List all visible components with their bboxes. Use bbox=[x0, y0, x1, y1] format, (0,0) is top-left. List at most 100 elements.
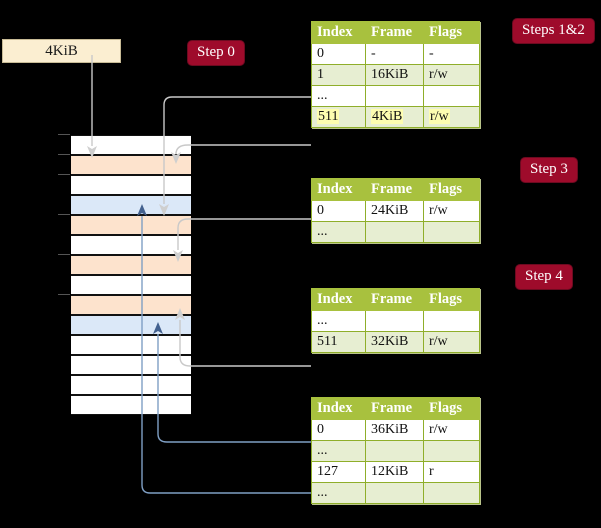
column-header-index: Index bbox=[311, 21, 366, 44]
table-cell bbox=[365, 85, 424, 107]
table-cell: 0 bbox=[311, 200, 366, 222]
memory-frame-row bbox=[71, 255, 191, 275]
memory-frame-row bbox=[71, 355, 191, 375]
memory-frame-row bbox=[71, 375, 191, 395]
table-cell: 511 bbox=[311, 331, 366, 353]
table-cell bbox=[423, 221, 480, 243]
badge-step-3-label: Step 3 bbox=[530, 161, 568, 177]
memory-tick bbox=[58, 214, 70, 215]
table-cell: ... bbox=[311, 310, 366, 332]
memory-frame-row bbox=[71, 395, 191, 415]
table-cell: 511 bbox=[311, 106, 366, 128]
wire-table2-row511-to-memory bbox=[175, 308, 311, 367]
memory-frame-row bbox=[71, 315, 191, 335]
badge-steps-1-2: Steps 1&2 bbox=[513, 19, 594, 43]
table-cell: 36KiB bbox=[365, 419, 424, 441]
table-cell bbox=[423, 310, 480, 332]
table-cell: r/w bbox=[423, 200, 480, 222]
table-row: ... bbox=[311, 85, 480, 107]
table-cell: 24KiB bbox=[365, 200, 424, 222]
table-cell bbox=[423, 482, 480, 504]
memory-frame-row bbox=[71, 135, 191, 155]
table-cell bbox=[365, 221, 424, 243]
memory-frame-row bbox=[71, 215, 191, 235]
table-row: ... bbox=[311, 482, 480, 504]
memory-frame-row bbox=[71, 195, 191, 215]
column-header-flags: Flags bbox=[423, 178, 480, 201]
highlighted-value: 4KiB bbox=[371, 109, 404, 124]
table-cell: r/w bbox=[423, 331, 480, 353]
table-cell: 12KiB bbox=[365, 461, 424, 483]
column-header-frame: Frame bbox=[365, 21, 424, 44]
table-row: ... bbox=[311, 440, 480, 462]
table-row: ... bbox=[311, 310, 480, 332]
source-frame-box: 4KiB bbox=[2, 39, 121, 63]
table-cell bbox=[365, 482, 424, 504]
table-cell bbox=[365, 310, 424, 332]
table-cell: ... bbox=[311, 221, 366, 243]
table-cell: 0 bbox=[311, 419, 366, 441]
memory-tick bbox=[58, 174, 70, 175]
badge-step-4: Step 4 bbox=[516, 265, 572, 289]
table-cell: - bbox=[423, 43, 480, 65]
memory-frame-row bbox=[71, 155, 191, 175]
memory-frame-row bbox=[71, 235, 191, 255]
physical-memory-column bbox=[70, 134, 191, 415]
badge-step-0: Step 0 bbox=[188, 41, 244, 65]
table-cell: 1 bbox=[311, 64, 366, 86]
memory-tick bbox=[58, 294, 70, 295]
memory-frame-row bbox=[71, 175, 191, 195]
column-header-flags: Flags bbox=[423, 288, 480, 311]
table-cell: 127 bbox=[311, 461, 366, 483]
memory-frame-row bbox=[71, 295, 191, 315]
table-cell: - bbox=[365, 43, 424, 65]
memory-frame-row bbox=[71, 275, 191, 295]
wire-table3-row0-to-memory bbox=[173, 218, 311, 262]
table-cell: 0 bbox=[311, 43, 366, 65]
column-header-flags: Flags bbox=[423, 21, 480, 44]
memory-tick bbox=[58, 154, 70, 155]
table-cell: ... bbox=[311, 85, 366, 107]
table-row: 0-- bbox=[311, 43, 480, 65]
memory-tick bbox=[58, 254, 70, 255]
table-cell bbox=[423, 440, 480, 462]
column-header-flags: Flags bbox=[423, 397, 480, 420]
column-header-frame: Frame bbox=[365, 288, 424, 311]
column-header-frame: Frame bbox=[365, 397, 424, 420]
highlighted-value: r/w bbox=[429, 109, 450, 124]
badge-step-3: Step 3 bbox=[521, 158, 577, 182]
table-cell: r/w bbox=[423, 419, 480, 441]
wire-table4-row511-to-memory bbox=[171, 144, 311, 164]
badge-steps-1-2-label: Steps 1&2 bbox=[522, 22, 585, 38]
table-cell bbox=[365, 440, 424, 462]
table-cell: r bbox=[423, 461, 480, 483]
column-header-index: Index bbox=[311, 288, 366, 311]
table-cell: ... bbox=[311, 440, 366, 462]
table-row: ... bbox=[311, 221, 480, 243]
table-cell: 4KiB bbox=[365, 106, 424, 128]
table-cell: 32KiB bbox=[365, 331, 424, 353]
source-frame-label: 4KiB bbox=[45, 43, 78, 59]
table-row: 511 4KiB r/w bbox=[311, 106, 480, 128]
column-header-index: Index bbox=[311, 178, 366, 201]
table-cell: 16KiB bbox=[365, 64, 424, 86]
column-header-frame: Frame bbox=[365, 178, 424, 201]
highlighted-value: 511 bbox=[317, 109, 340, 124]
column-header-index: Index bbox=[311, 397, 366, 420]
table-cell bbox=[423, 85, 480, 107]
table-cell: ... bbox=[311, 482, 366, 504]
badge-step-4-label: Step 4 bbox=[525, 268, 563, 284]
